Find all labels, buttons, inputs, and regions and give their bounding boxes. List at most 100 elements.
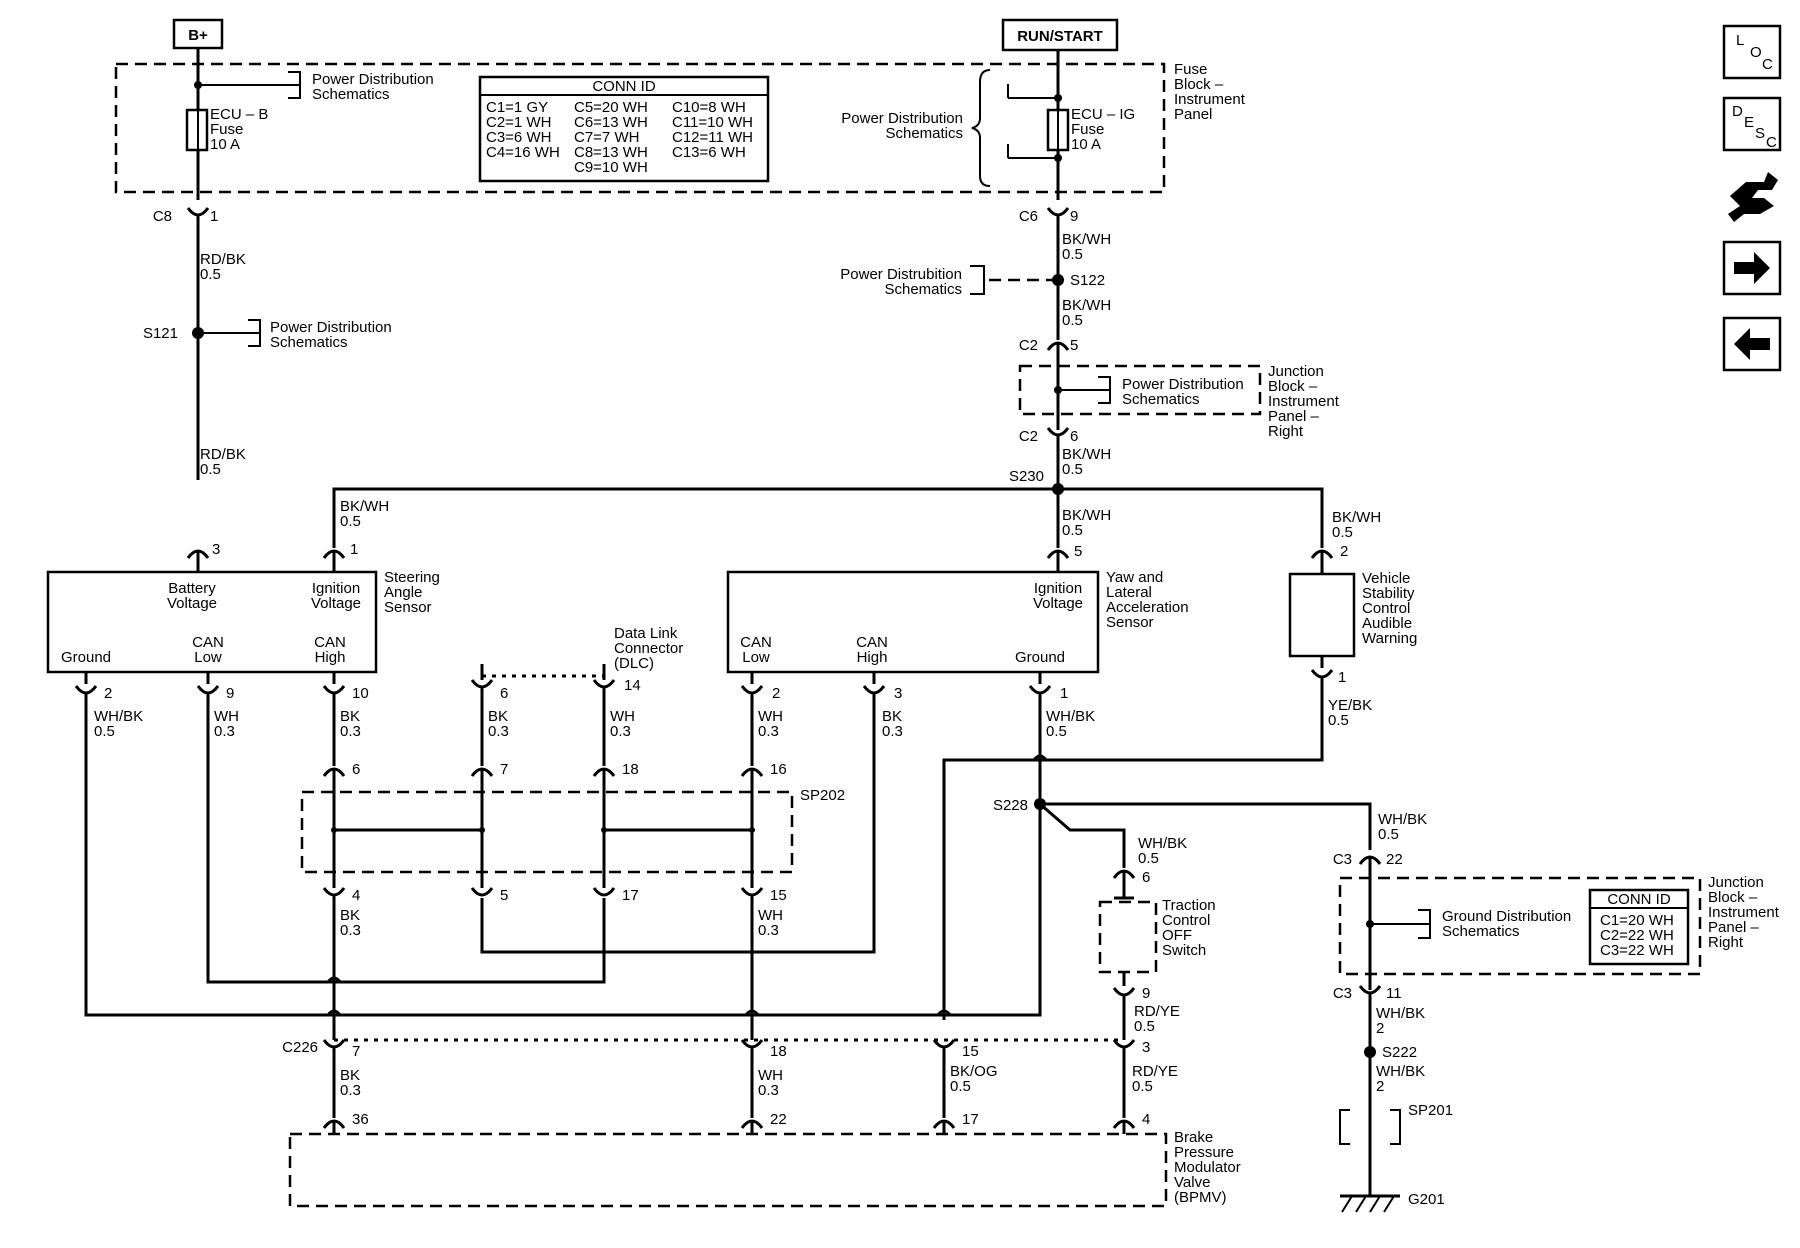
svg-text:Brake: Brake: [1174, 1129, 1213, 1146]
traction-control-off-switch[interactable]: [1098, 900, 1158, 974]
desc-c: C: [1766, 134, 1777, 151]
svg-text:ECU – IG: ECU – IG: [1071, 106, 1135, 123]
svg-text:Ignition: Ignition: [312, 580, 360, 597]
pin-10-steering: 10: [322, 685, 369, 702]
svg-text:RD/YE: RD/YE: [1132, 1063, 1178, 1080]
svg-text:3: 3: [1142, 1039, 1150, 1056]
svg-text:C7=7 WH: C7=7 WH: [574, 129, 639, 146]
svg-text:Voltage: Voltage: [311, 595, 361, 612]
junction-block-right-low-outline: [1338, 876, 1702, 976]
svg-text:C9=10 WH: C9=10 WH: [574, 159, 648, 176]
runstart-label: RUN/START: [1001, 18, 1119, 52]
splice-s222: [1364, 1046, 1376, 1058]
back-arrow-button[interactable]: [1722, 316, 1782, 372]
c226-pin-15: 15: [932, 1039, 979, 1060]
connector-end-view-icon[interactable]: [1728, 172, 1778, 222]
wire-label-bkwh-1: BK/WH 0.5: [1062, 231, 1111, 263]
loc-o: O: [1750, 44, 1762, 61]
pin-1-vsc: 1: [1310, 669, 1346, 686]
svg-text:15: 15: [770, 887, 787, 904]
next-arrow-button[interactable]: [1722, 240, 1782, 296]
wire-label-rdye-1: RD/YE 0.5: [1134, 1003, 1180, 1035]
pin-7-sp: 7: [470, 761, 508, 778]
connector-c2-6: C2 6: [1019, 427, 1078, 445]
svg-text:4: 4: [352, 887, 360, 904]
svg-text:7: 7: [500, 761, 508, 778]
svg-text:Traction: Traction: [1162, 897, 1216, 914]
svg-text:9: 9: [1142, 985, 1150, 1002]
svg-text:0.3: 0.3: [758, 723, 779, 740]
wire-label-bk-dlc: BK 0.3: [488, 708, 509, 740]
svg-text:(DLC): (DLC): [614, 655, 654, 672]
c226-pin-18: 18: [740, 1039, 787, 1060]
loc-l: L: [1736, 32, 1744, 49]
wire-label-rdbk-1: RD/BK 0.5: [200, 251, 246, 283]
svg-text:CAN: CAN: [856, 634, 888, 651]
pin-1-steering: 1: [322, 541, 358, 559]
svg-text:BK/WH: BK/WH: [1062, 297, 1111, 314]
svg-text:0.5: 0.5: [340, 513, 361, 530]
svg-text:C11=10 WH: C11=10 WH: [672, 114, 753, 131]
svg-text:17: 17: [622, 887, 639, 904]
bpmv-pin-36: 36: [322, 1111, 369, 1129]
svg-text:Power Distribution: Power Distribution: [841, 110, 963, 127]
wire-label-whbk-c3: WH/BK 0.5: [1378, 811, 1427, 843]
vsc-label: Vehicle Stability Control Audible Warnin…: [1362, 570, 1417, 647]
pin-5-sp: 5: [470, 887, 508, 904]
svg-text:CONN ID: CONN ID: [1607, 891, 1671, 908]
svg-text:22: 22: [770, 1111, 787, 1128]
svg-text:High: High: [315, 649, 346, 666]
wire-label-whbk-steer: WH/BK 0.5: [94, 708, 143, 740]
svg-text:BK/WH: BK/WH: [340, 498, 389, 515]
svg-text:0.5: 0.5: [1134, 1018, 1155, 1035]
svg-text:18: 18: [622, 761, 639, 778]
wire-label-bkwh-6: BK/WH 0.5: [1332, 509, 1381, 541]
svg-text:Acceleration: Acceleration: [1106, 599, 1189, 616]
wire-label-bkwh-5: BK/WH 0.5: [1062, 507, 1111, 539]
svg-text:1: 1: [1060, 685, 1068, 702]
svg-text:(BPMV): (BPMV): [1174, 1189, 1227, 1206]
description-button[interactable]: D E S C: [1722, 96, 1782, 152]
svg-text:0.3: 0.3: [488, 723, 509, 740]
svg-text:Block –: Block –: [1174, 76, 1224, 93]
svg-text:WH/BK: WH/BK: [1376, 1063, 1425, 1080]
pin-9-tcs: 9: [1112, 985, 1150, 1002]
svg-text:YE/BK: YE/BK: [1328, 697, 1372, 714]
pds-label-right-top: Power Distribution Schematics: [841, 110, 963, 142]
svg-text:C12=11 WH: C12=11 WH: [672, 129, 753, 146]
pin-2-steering: 2: [74, 685, 112, 702]
svg-text:WH/BK: WH/BK: [1138, 835, 1187, 852]
svg-text:Data Link: Data Link: [614, 625, 678, 642]
pin-4-sp: 4: [322, 887, 360, 904]
desc-e: E: [1744, 114, 1754, 131]
svg-text:WH: WH: [610, 708, 635, 725]
bpmv-label: Brake Pressure Modulator Valve (BPMV): [1174, 1129, 1241, 1206]
svg-text:9: 9: [226, 685, 234, 702]
svg-text:Vehicle: Vehicle: [1362, 570, 1410, 587]
svg-text:0.5: 0.5: [200, 461, 221, 478]
pds-label-s121: Power Distribution Schematics: [270, 319, 392, 351]
pin-1-yaw: 1: [1028, 685, 1068, 702]
svg-text:Schematics: Schematics: [312, 86, 390, 103]
pin-3-steering: 3: [186, 541, 220, 559]
svg-text:2: 2: [772, 685, 780, 702]
yaw-sensor-label: Yaw and Lateral Acceleration Sensor: [1106, 569, 1189, 631]
svg-text:Steering: Steering: [384, 569, 440, 586]
wire-label-bk-sp: BK 0.3: [340, 907, 361, 939]
svg-text:0.5: 0.5: [1132, 1078, 1153, 1095]
pin-16-sp: 16: [740, 761, 787, 778]
svg-text:Stability: Stability: [1362, 585, 1415, 602]
svg-text:Pressure: Pressure: [1174, 1144, 1234, 1161]
desc-s: S: [1755, 125, 1765, 142]
svg-text:Junction: Junction: [1268, 363, 1324, 380]
svg-text:RD/BK: RD/BK: [200, 251, 246, 268]
arrow-left-icon: [1734, 328, 1770, 360]
bpmv-pin-22: 22: [740, 1111, 787, 1129]
location-button[interactable]: L O C: [1722, 24, 1782, 80]
svg-text:0.5: 0.5: [1062, 312, 1083, 329]
wire-label-bk-steer: BK 0.3: [340, 708, 361, 740]
wire-label-bkwh-4: BK/WH 0.5: [340, 498, 389, 530]
pds-label-s122: Power Distrubition Schematics: [840, 266, 962, 298]
wire-label-bk-yaw: BK 0.3: [882, 708, 903, 740]
svg-text:2: 2: [1376, 1078, 1384, 1095]
